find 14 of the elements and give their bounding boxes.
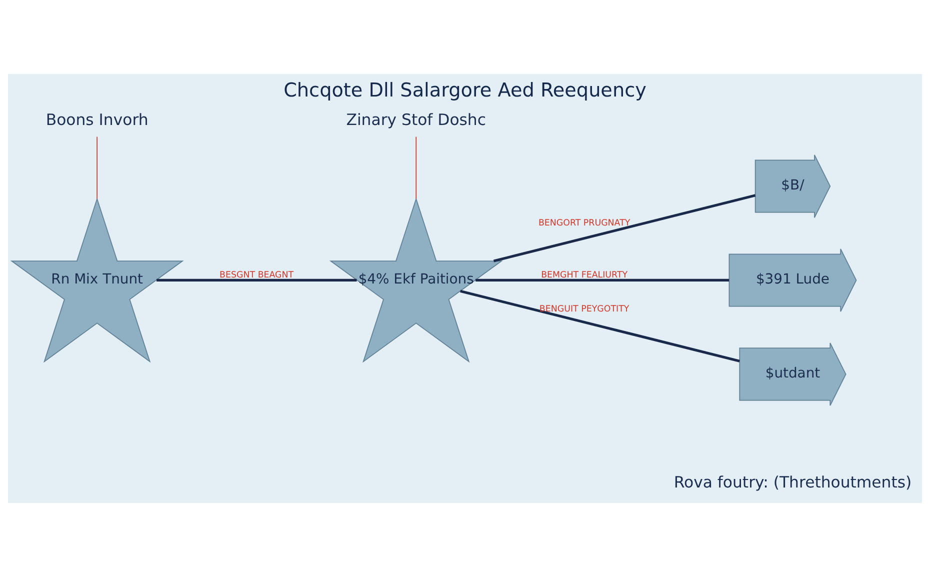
diagram-title: Chcqote Dll Salargore Aed Reequency xyxy=(284,78,646,101)
connector xyxy=(476,278,729,282)
connector xyxy=(493,194,756,262)
edge-label: BESGNT BEAGNT xyxy=(220,270,294,280)
node-text: Boons Invorh xyxy=(46,109,148,128)
connector xyxy=(416,136,417,199)
edge-label: BENGUIT PEYGOTITY xyxy=(539,304,630,314)
edge-label: BEMGHT FEALIURTY xyxy=(541,270,628,280)
label: Rova foutry: (Threthoutments) xyxy=(674,472,912,492)
node-text: Zinary Stof Doshc xyxy=(346,109,486,128)
connector xyxy=(96,136,98,199)
edge-label: BENGORT PRUGNATY xyxy=(538,218,630,228)
connector xyxy=(156,278,357,282)
connector xyxy=(460,289,740,362)
